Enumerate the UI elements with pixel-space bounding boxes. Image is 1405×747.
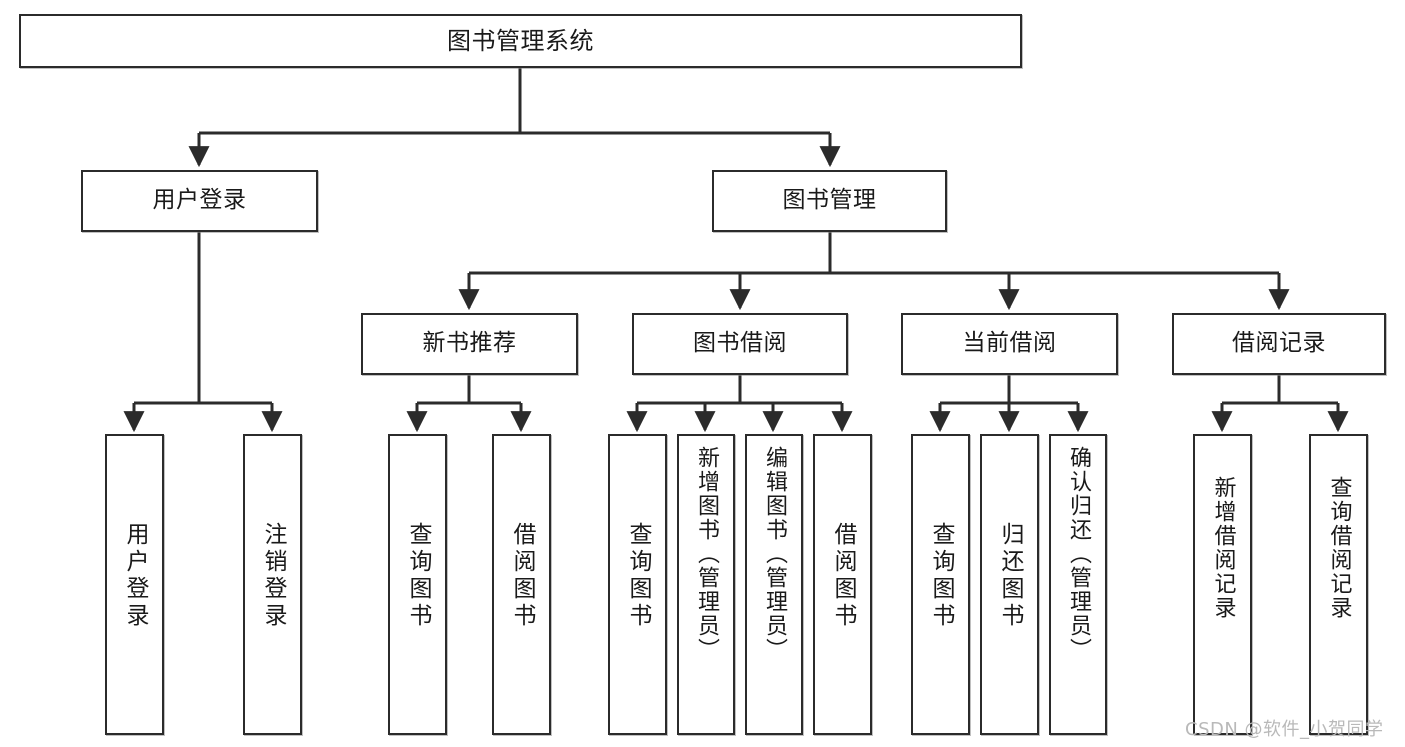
node-leaf-query-book-recommend-label: 查询图书 [405,522,431,630]
node-borrow-record-label: 借阅记录 [1232,330,1326,357]
node-leaf-return-book[interactable]: 归还图书 [980,434,1039,735]
node-leaf-confirm-return-admin-label: 确认归还（管理员） [1066,446,1091,662]
node-leaf-query-book-borrow-label: 查询图书 [625,522,651,630]
node-leaf-return-book-label: 归还图书 [997,522,1023,630]
node-leaf-borrow-book[interactable]: 借阅图书 [813,434,872,735]
node-leaf-query-borrow-record[interactable]: 查询借阅记录 [1309,434,1368,735]
node-leaf-query-book-current-label: 查询图书 [928,522,954,630]
node-leaf-query-book-current[interactable]: 查询图书 [911,434,970,735]
node-book-borrow[interactable]: 图书借阅 [632,313,848,375]
node-leaf-user-login[interactable]: 用户登录 [105,434,164,735]
node-leaf-logout-label: 注销登录 [260,522,286,630]
watermark: CSDN @软件_小贺同学 [1185,719,1384,740]
node-user-login-label: 用户登录 [152,187,247,214]
node-leaf-user-login-label: 用户登录 [122,522,148,630]
node-book-borrow-label: 图书借阅 [693,330,787,357]
node-leaf-add-borrow-record-label: 新增借阅记录 [1210,476,1236,620]
node-root-label: 图书管理系统 [447,26,594,55]
node-user-login[interactable]: 用户登录 [81,170,318,232]
node-leaf-query-book-borrow[interactable]: 查询图书 [608,434,667,735]
node-leaf-borrow-book-recommend[interactable]: 借阅图书 [492,434,551,735]
node-leaf-add-book-admin[interactable]: 新增图书（管理员） [677,434,735,735]
node-leaf-edit-book-admin-label: 编辑图书（管理员） [762,446,787,662]
node-leaf-confirm-return-admin[interactable]: 确认归还（管理员） [1049,434,1107,735]
node-new-book-recommend[interactable]: 新书推荐 [361,313,578,375]
node-root[interactable]: 图书管理系统 [19,14,1022,68]
node-book-manage-label: 图书管理 [782,187,877,214]
node-leaf-add-book-admin-label: 新增图书（管理员） [694,446,719,662]
node-current-borrow-label: 当前借阅 [962,330,1057,357]
node-current-borrow[interactable]: 当前借阅 [901,313,1118,375]
node-leaf-borrow-book-recommend-label: 借阅图书 [509,522,535,630]
node-leaf-logout[interactable]: 注销登录 [243,434,302,735]
node-book-manage[interactable]: 图书管理 [712,170,947,232]
node-borrow-record[interactable]: 借阅记录 [1172,313,1386,375]
node-leaf-query-book-recommend[interactable]: 查询图书 [388,434,447,735]
node-leaf-edit-book-admin[interactable]: 编辑图书（管理员） [745,434,803,735]
node-new-book-recommend-label: 新书推荐 [422,330,517,357]
node-leaf-query-borrow-record-label: 查询借阅记录 [1326,476,1352,620]
node-leaf-borrow-book-label: 借阅图书 [830,522,856,630]
node-leaf-add-borrow-record[interactable]: 新增借阅记录 [1193,434,1252,735]
